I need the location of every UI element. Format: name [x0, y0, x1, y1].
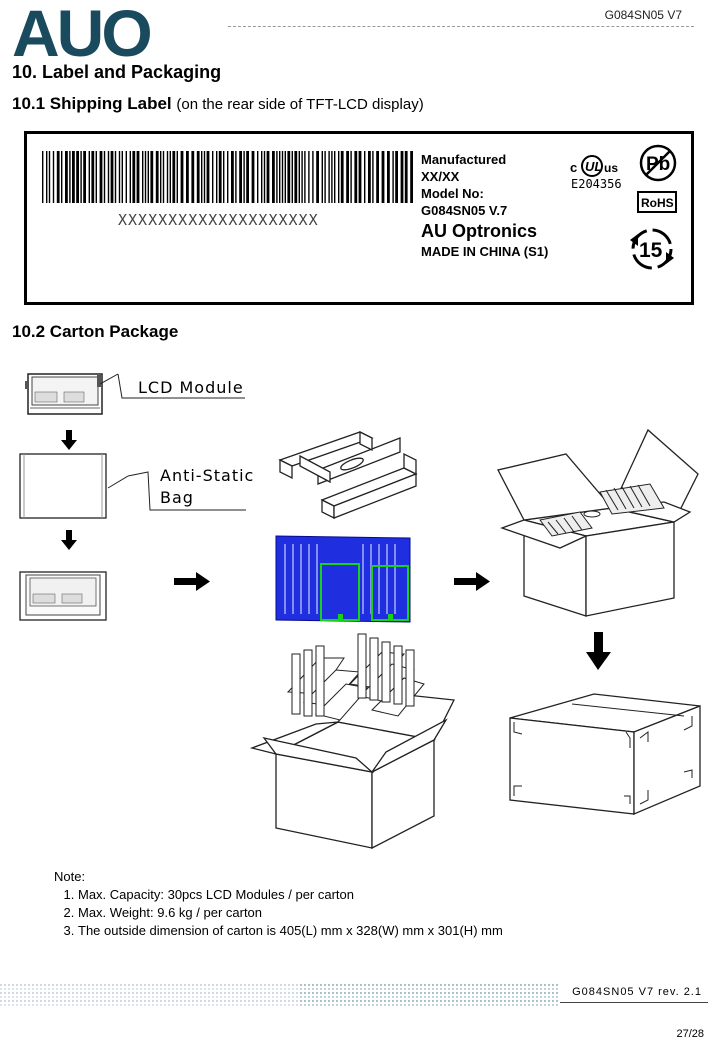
lead-free-icon: Pb: [639, 144, 677, 182]
label-model: G084SN05 V.7: [421, 203, 508, 218]
svg-text:us: us: [604, 161, 618, 175]
header-doc-id: G084SN05 V7: [604, 8, 682, 22]
barcode: [42, 151, 413, 203]
notes-title: Note:: [54, 869, 86, 884]
label-manufactured: Manufactured: [421, 152, 507, 167]
environment-protection-15-icon: 15: [630, 228, 674, 270]
shipping-label-heading-note: (on the rear side of TFT-LCD display): [176, 96, 424, 113]
auo-logo: AUO: [12, 2, 153, 58]
footer-divider: [560, 1002, 708, 1003]
note-item: Max. Capacity: 30pcs LCD Modules / per c…: [78, 886, 503, 904]
label-company: AU Optronics: [421, 221, 538, 241]
shipping-label-heading: 10.1 Shipping Label (on the rear side of…: [12, 94, 424, 114]
down-arrow-icon: [586, 632, 611, 670]
shipping-label-box: [24, 131, 694, 305]
top-cushion-illustration: [278, 430, 418, 520]
anti-static-bag-illustration: [19, 453, 107, 519]
sealed-carton-illustration: [509, 693, 701, 815]
right-arrow-icon: [174, 572, 210, 591]
svg-text:E204356: E204356: [571, 177, 622, 191]
notes-list: Max. Capacity: 30pcs LCD Modules / per c…: [54, 886, 503, 940]
logo-text: AUO: [12, 2, 150, 58]
footer-doc-revision: G084SN05 V7 rev. 2.1: [572, 986, 702, 998]
label-origin: MADE IN CHINA (S1): [421, 244, 549, 259]
svg-text:15: 15: [639, 239, 663, 262]
lcd-module-callout: LCD Module: [138, 378, 244, 397]
barcode-serial: XXXXXXXXXXXXXXXXXXXX: [118, 211, 319, 229]
note-item: Max. Weight: 9.6 kg / per carton: [78, 904, 503, 922]
carton-package-diagram: LCD Module Anti-Static Bag: [19, 373, 701, 850]
svg-text:RoHS: RoHS: [641, 196, 674, 210]
carton-with-trays-illustration: [249, 633, 456, 850]
header-divider: [228, 26, 694, 27]
lcd-module-illustration: [25, 373, 103, 415]
page-number: 27/28: [676, 1028, 704, 1040]
footer-decorative-band: [0, 984, 558, 1006]
down-arrow-icon: [61, 430, 77, 450]
notes: Note: Max. Capacity: 30pcs LCD Modules /…: [54, 868, 503, 940]
carton-package-heading: 10.2 Carton Package: [12, 322, 179, 341]
svg-text:UL: UL: [585, 159, 602, 174]
label-text-block: Manufactured XX/XX Model No: G084SN05 V.…: [421, 151, 548, 260]
rohs-icon: RoHS: [637, 191, 677, 213]
shipping-label-heading-text: 10.1 Shipping Label: [12, 94, 172, 113]
down-arrow-icon: [61, 530, 77, 550]
label-model-caption: Model No:: [421, 186, 484, 201]
bagged-lcd-module-illustration: [19, 571, 107, 621]
anti-static-callout-line1: Anti-Static: [160, 466, 254, 485]
open-carton-illustration: [497, 428, 699, 617]
blue-tray-illustration: [275, 535, 411, 623]
label-date: XX/XX: [421, 169, 460, 184]
note-item: The outside dimension of carton is 405(L…: [78, 922, 503, 940]
anti-static-callout-line2: Bag: [160, 488, 194, 507]
section-title: 10. Label and Packaging: [12, 62, 222, 82]
svg-text:c: c: [570, 160, 577, 175]
ul-certification-icon: c UL us E204356: [570, 155, 622, 191]
right-arrow-icon: [454, 572, 490, 591]
